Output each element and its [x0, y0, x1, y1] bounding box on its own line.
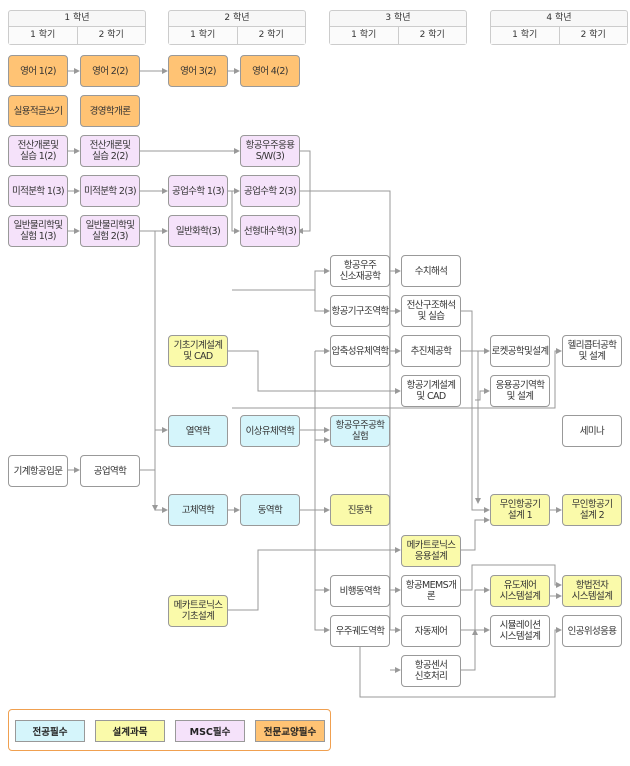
course-english-3[interactable]: 영어 3(2)	[168, 55, 228, 87]
course-aircraft-structures[interactable]: 항공기구조역학	[330, 295, 390, 327]
course-eng-math-2[interactable]: 공업수학 2(3)	[240, 175, 300, 207]
course-english-2[interactable]: 영어 2(2)	[80, 55, 140, 87]
course-guidance-control[interactable]: 유도제어 시스템설계	[490, 575, 550, 607]
course-navigation-electronics[interactable]: 항법전자 시스템설계	[562, 575, 622, 607]
course-computational-structures[interactable]: 전산구조해석 및 실습	[401, 295, 461, 327]
course-applied-aero[interactable]: 응용공기역학 및 설계	[490, 375, 550, 407]
course-solid-mechanics[interactable]: 고체역학	[168, 494, 228, 526]
course-basic-machine-design[interactable]: 기초기계설계 및 CAD	[168, 335, 228, 367]
course-helicopter[interactable]: 헬리콥터공학 및 설계	[562, 335, 622, 367]
course-chemistry[interactable]: 일반화학(3)	[168, 215, 228, 247]
course-automatic-control[interactable]: 자동제어	[401, 615, 461, 647]
course-simulation[interactable]: 시뮬레이션 시스템설계	[490, 615, 550, 647]
course-sensor-signal[interactable]: 항공센서 신호처리	[401, 655, 461, 687]
course-seminar[interactable]: 세미나	[562, 415, 622, 447]
course-compressible-flow[interactable]: 압축성유체역학	[330, 335, 390, 367]
course-physics-2[interactable]: 일반물리학및 실험 2(3)	[80, 215, 140, 247]
course-ideal-fluid[interactable]: 이상유체역학	[240, 415, 300, 447]
course-management[interactable]: 경영학개론	[80, 95, 140, 127]
semester-label: 1 학기	[190, 30, 216, 40]
course-numerical-analysis[interactable]: 수치해석	[401, 255, 461, 287]
course-intro-mech-aero[interactable]: 기계항공입문	[8, 455, 68, 487]
course-calculus-2[interactable]: 미적분학 2(3)	[80, 175, 140, 207]
semester-label: 1 학기	[512, 30, 538, 40]
semester-label: 2 학기	[558, 27, 628, 44]
legend-liberal-arts: 전문교양필수	[255, 720, 325, 742]
year-2-header: 2 학년 1 학기 2 학기	[168, 10, 306, 45]
course-dynamics[interactable]: 동역학	[240, 494, 300, 526]
semester-label: 2 학기	[76, 27, 146, 44]
semester-label: 1 학기	[351, 30, 377, 40]
legend-major-required: 전공필수	[15, 720, 85, 742]
course-calculus-1[interactable]: 미적분학 1(3)	[8, 175, 68, 207]
year-label: 1 학년	[9, 11, 145, 27]
course-mechatronics-applied[interactable]: 메카트로닉스 응용설계	[401, 535, 461, 567]
course-engineering-mechanics[interactable]: 공업역학	[80, 455, 140, 487]
course-english-4[interactable]: 영어 4(2)	[240, 55, 300, 87]
course-linear-algebra[interactable]: 선형대수학(3)	[240, 215, 300, 247]
semester-label: 2 학기	[236, 27, 306, 44]
year-label: 2 학년	[169, 11, 305, 27]
course-aerospace-lab[interactable]: 항공우주공학 실험	[330, 415, 390, 447]
year-3-header: 3 학년 1 학기 2 학기	[329, 10, 467, 45]
course-mems[interactable]: 항공MEMS개론	[401, 575, 461, 607]
course-flight-dynamics[interactable]: 비행동역학	[330, 575, 390, 607]
course-mechatronics-basic[interactable]: 메카트로닉스 기초설계	[168, 595, 228, 627]
course-orbital-mechanics[interactable]: 우주궤도역학	[330, 615, 390, 647]
course-vibration[interactable]: 진동학	[330, 494, 390, 526]
year-label: 4 학년	[491, 11, 627, 27]
course-computing-1[interactable]: 전산개론및 실습 1(2)	[8, 135, 68, 167]
semester-label: 1 학기	[30, 30, 56, 40]
year-label: 3 학년	[330, 11, 466, 27]
course-uav-design-1[interactable]: 무인항공기 설계 1	[490, 494, 550, 526]
course-aircraft-cad[interactable]: 항공기계설계 및 CAD	[401, 375, 461, 407]
course-uav-design-2[interactable]: 무인항공기 설계 2	[562, 494, 622, 526]
course-eng-math-1[interactable]: 공업수학 1(3)	[168, 175, 228, 207]
course-thermodynamics[interactable]: 열역학	[168, 415, 228, 447]
legend-msc: MSC필수	[175, 720, 245, 742]
course-materials[interactable]: 항공우주 신소재공학	[330, 255, 390, 287]
year-4-header: 4 학년 1 학기 2 학기	[490, 10, 628, 45]
course-computing-2[interactable]: 전산개론및 실습 2(2)	[80, 135, 140, 167]
year-1-header: 1 학년 1 학기 2 학기	[8, 10, 146, 45]
semester-label: 2 학기	[397, 27, 467, 44]
legend-design: 설계과목	[95, 720, 165, 742]
course-physics-1[interactable]: 일반물리학및 실험 1(3)	[8, 215, 68, 247]
course-satellite[interactable]: 인공위성응용	[562, 615, 622, 647]
course-aerospace-sw[interactable]: 항공우주응용 S/W(3)	[240, 135, 300, 167]
course-propulsion[interactable]: 추진체공학	[401, 335, 461, 367]
course-english-1[interactable]: 영어 1(2)	[8, 55, 68, 87]
course-rocket[interactable]: 로켓공학및설계	[490, 335, 550, 367]
course-writing[interactable]: 실용적글쓰기	[8, 95, 68, 127]
legend: 전공필수 설계과목 MSC필수 전문교양필수	[8, 709, 331, 751]
